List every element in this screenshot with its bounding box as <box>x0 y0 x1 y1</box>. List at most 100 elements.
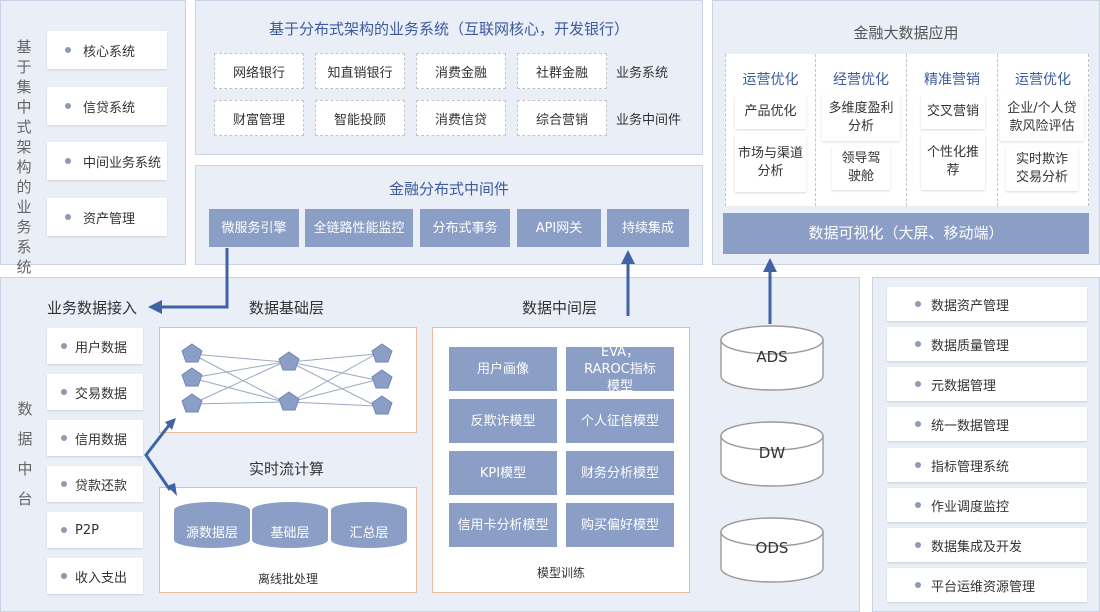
centralized-item[interactable]: 核心系统 <box>47 31 167 69</box>
model-item[interactable]: 信用卡分析模型 <box>449 503 557 547</box>
app-card[interactable]: 个性化推荐 <box>921 134 985 190</box>
app-card[interactable]: 多维度盈利分析 <box>822 95 900 141</box>
store-dw[interactable]: DW <box>758 444 786 462</box>
business-system-item[interactable]: 消费金融 <box>416 53 506 89</box>
bullet-icon <box>61 343 67 349</box>
model-item[interactable]: EVA，RAROC指标模型 <box>566 345 674 394</box>
bullet-icon <box>915 381 921 387</box>
governance-item[interactable]: 数据质量管理 <box>887 327 1087 361</box>
bullet-icon <box>65 214 71 220</box>
business-middleware-label: 业务中间件 <box>616 113 682 128</box>
app-column-header: 精准营销 <box>924 72 980 88</box>
governance-panel: 数据资产管理 数据质量管理 元数据管理 统一数据管理 指标管理系统 作业调度监控… <box>872 277 1100 612</box>
data-visualization-bar[interactable]: 数据可视化（大屏、移动端） <box>723 213 1089 254</box>
app-card[interactable]: 产品优化 <box>735 95 806 129</box>
ingest-item[interactable]: 交易数据 <box>47 374 143 410</box>
middleware-item[interactable]: 全链路性能监控 <box>305 209 413 247</box>
business-middleware-item[interactable]: 消费信贷 <box>416 100 506 136</box>
app-column: 精准营销 交叉营销 个性化推荐 <box>907 54 998 206</box>
bullet-icon <box>65 47 71 53</box>
batch-item[interactable]: 汇总层 <box>349 526 389 541</box>
foundation-title: 数据基础层 <box>249 299 325 317</box>
business-system-item[interactable]: 知直销银行 <box>315 53 405 89</box>
centralized-item[interactable]: 中间业务系统 <box>47 142 167 180</box>
business-system-item[interactable]: 社群金融 <box>517 53 607 89</box>
model-box: 用户画像 EVA，RAROC指标模型 反欺诈模型 个人征信模型 KPI模型 财务… <box>432 327 690 593</box>
data-platform-title: 数据中台 <box>17 400 33 508</box>
app-column-header: 经营优化 <box>833 72 889 88</box>
batch-cylinders <box>174 502 407 548</box>
ingest-item[interactable]: 贷款还款 <box>47 466 143 502</box>
ingest-item[interactable]: P2P <box>47 512 143 548</box>
governance-item[interactable]: 作业调度监控 <box>887 488 1087 522</box>
governance-item[interactable]: 平台运维资源管理 <box>887 568 1087 602</box>
middleware-item[interactable]: API网关 <box>517 209 601 247</box>
governance-item[interactable]: 数据集成及开发 <box>887 528 1087 562</box>
middleware-title: 金融分布式中间件 <box>388 180 509 198</box>
app-card[interactable]: 企业/个人贷款风险评估 <box>1000 95 1084 141</box>
governance-item[interactable]: 统一数据管理 <box>887 407 1087 441</box>
business-middleware-item[interactable]: 综合营销 <box>517 100 607 136</box>
ingest-item[interactable]: 收入支出 <box>47 558 143 594</box>
batch-item[interactable]: 基础层 <box>270 526 310 541</box>
distributed-system-title: 基于分布式架构的业务系统（互联网核心，开发银行） <box>268 20 629 38</box>
bullet-icon <box>61 527 67 533</box>
centralized-system-title: 基于集中式架构的业务系统 <box>16 38 32 276</box>
store-cylinders <box>720 325 824 583</box>
model-item[interactable]: 财务分析模型 <box>566 451 674 495</box>
middleware-item[interactable]: 微服务引擎 <box>209 209 299 247</box>
centralized-item[interactable]: 资产管理 <box>47 198 167 236</box>
store-ods[interactable]: ODS <box>755 539 789 557</box>
bullet-icon <box>915 582 921 588</box>
bullet-icon <box>915 502 921 508</box>
app-column: 经营优化 多维度盈利分析 领导驾驶舱 <box>816 54 907 206</box>
centralized-item[interactable]: 信贷系统 <box>47 87 167 125</box>
app-card[interactable]: 交叉营销 <box>921 95 985 129</box>
batch-box: 源数据层 基础层 汇总层 离线批处理 <box>159 487 417 593</box>
governance-item[interactable]: 数据资产管理 <box>887 287 1087 321</box>
business-middleware-item[interactable]: 智能投顾 <box>315 100 405 136</box>
governance-item[interactable]: 元数据管理 <box>887 367 1087 401</box>
governance-item[interactable]: 指标管理系统 <box>887 448 1087 482</box>
model-label: 模型训练 <box>536 566 585 580</box>
model-item[interactable]: 反欺诈模型 <box>449 399 557 443</box>
model-item[interactable]: 个人征信模型 <box>566 399 674 443</box>
bullet-icon <box>915 341 921 347</box>
bigdata-app-inner: 运营优化 产品优化 市场与渠道分析 经营优化 多维度盈利分析 领导驾驶舱 精准营… <box>725 54 1089 206</box>
business-middleware-item[interactable]: 财富管理 <box>214 100 304 136</box>
model-item[interactable]: KPI模型 <box>449 451 557 495</box>
middleware-item[interactable]: 持续集成 <box>607 209 689 247</box>
bullet-icon <box>61 435 67 441</box>
bigdata-app-panel: 金融大数据应用 运营优化 产品优化 市场与渠道分析 经营优化 多维度盈利分析 领… <box>712 0 1100 265</box>
bullet-icon <box>61 389 67 395</box>
stream-title: 实时流计算 <box>249 460 325 478</box>
business-system-item[interactable]: 网络银行 <box>214 53 304 89</box>
app-column-header: 运营优化 <box>1015 72 1071 88</box>
app-card[interactable]: 领导驾驶舱 <box>832 146 890 190</box>
batch-label: 离线批处理 <box>257 572 318 586</box>
bullet-icon <box>65 158 71 164</box>
model-item[interactable]: 用户画像 <box>449 347 557 391</box>
store-ads[interactable]: ADS <box>756 348 788 366</box>
centralized-system-panel: 基于集中式架构的业务系统 核心系统 信贷系统 中间业务系统 资产管理 <box>0 0 186 276</box>
middle-layer-title: 数据中间层 <box>522 299 598 317</box>
app-card[interactable]: 实时欺诈交易分析 <box>1006 147 1078 191</box>
bullet-icon <box>915 301 921 307</box>
middleware-item[interactable]: 分布式事务 <box>420 209 510 247</box>
ingest-item[interactable]: 信用数据 <box>47 420 143 456</box>
bullet-icon <box>915 462 921 468</box>
app-card[interactable]: 市场与渠道分析 <box>735 134 806 192</box>
app-column-header: 运营优化 <box>742 72 799 88</box>
batch-item[interactable]: 源数据层 <box>185 526 238 541</box>
bullet-icon <box>65 103 71 109</box>
network-graph-icon <box>181 343 393 415</box>
bullet-icon <box>915 542 921 548</box>
ingest-item[interactable]: 用户数据 <box>47 328 143 364</box>
app-column: 运营优化 企业/个人贷款风险评估 实时欺诈交易分析 <box>998 54 1089 206</box>
distributed-system-panel: 基于分布式架构的业务系统（互联网核心，开发银行） 网络银行 知直销银行 消费金融… <box>195 0 703 155</box>
business-system-label: 业务系统 <box>616 66 669 81</box>
bullet-icon <box>61 573 67 579</box>
model-item[interactable]: 购买偏好模型 <box>566 503 674 547</box>
bullet-icon <box>61 481 67 487</box>
app-column: 运营优化 产品优化 市场与渠道分析 <box>725 54 816 206</box>
